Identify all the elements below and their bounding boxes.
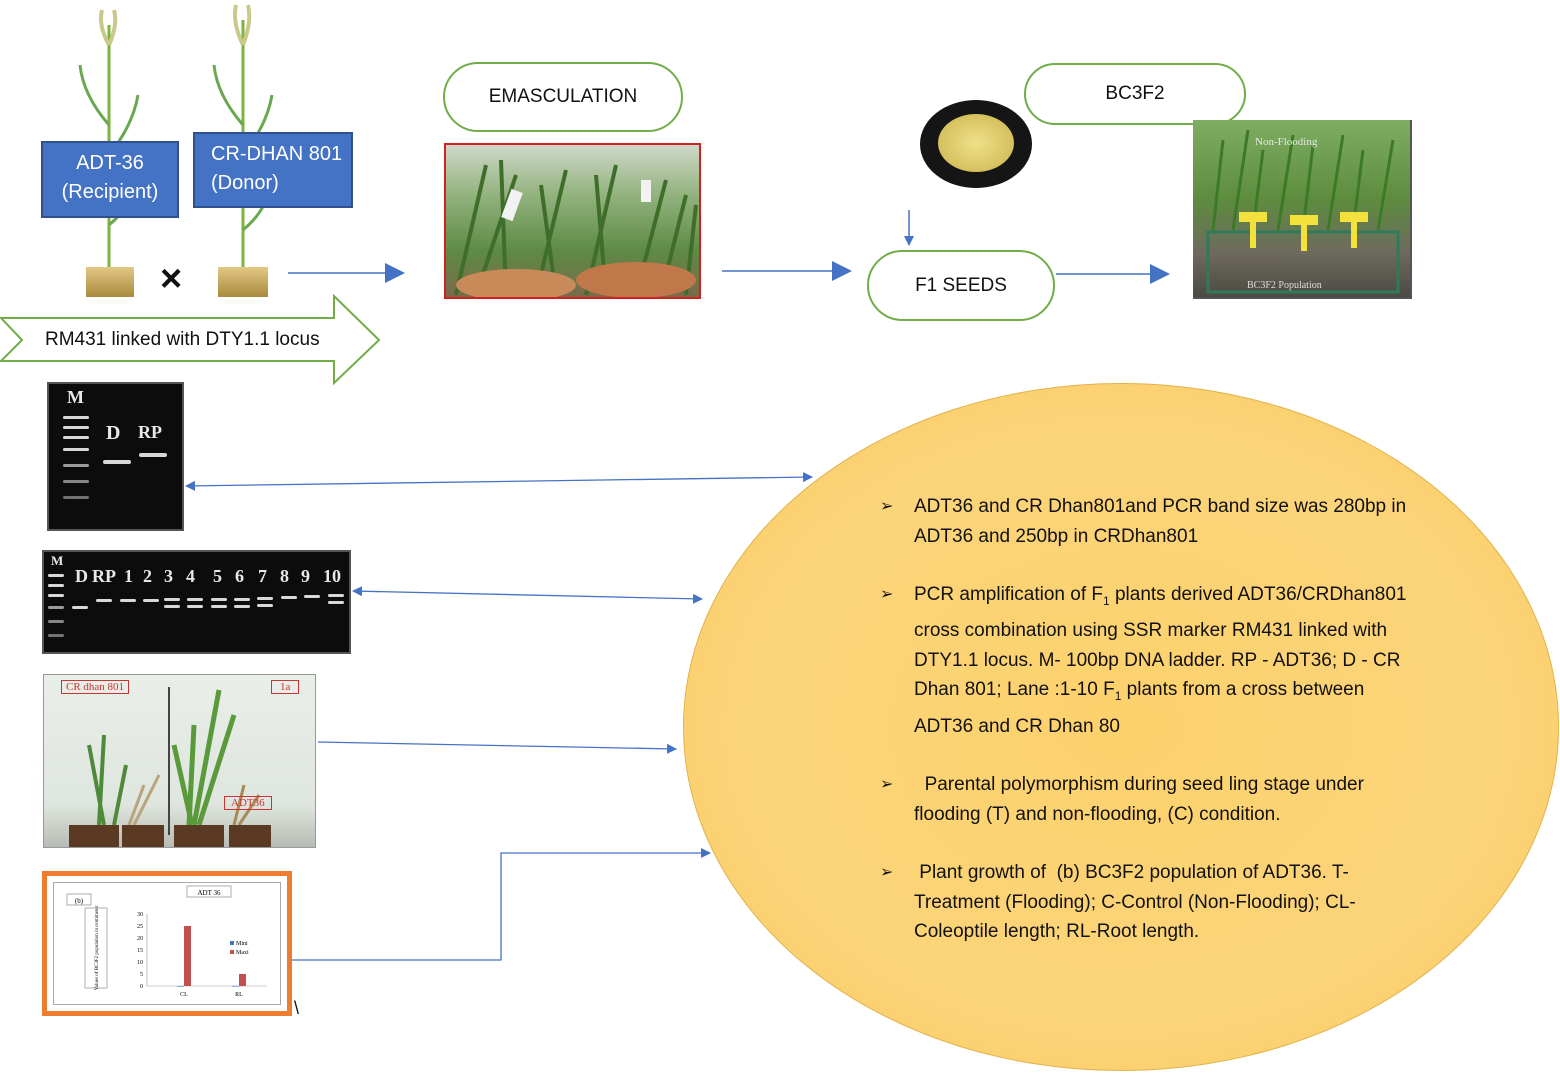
bar-mini-rl [232,986,239,987]
bar-mini-cl [177,986,184,987]
seed-dish-icon [920,100,1032,188]
y-tick-label: 25 [137,924,143,930]
y-tick-label: 30 [137,912,143,918]
notes-list: ➢ ADT36 and CR Dhan801and PCR band size … [880,492,1420,976]
y-tick-label: 15 [137,948,143,954]
notes-ellipse [683,383,1559,1071]
bullet-arrow-icon: ➢ [880,776,894,794]
recipient-name: ADT-36 [76,152,144,174]
legend-swatch [230,941,234,945]
pot-recipient [86,267,134,297]
marker-arrow-label: RM431 linked with DTY1.1 locus [45,329,320,350]
pot-donor [218,267,268,297]
y-tick-label: 10 [137,960,143,966]
arrow-gel1-note [185,472,813,491]
seedling-label-adt: ADT36 [224,796,272,810]
recipient-box: ADT-36 (Recipient) [41,141,179,218]
donor-box: CR-DHAN 801 (Donor) [193,132,353,208]
legend-entry: Maxi [236,950,249,956]
y-tick-label: 0 [140,984,143,990]
donor-name: CR-DHAN 801 [211,143,343,165]
cross-symbol: × [160,258,183,300]
arrow-chart-note [292,848,711,961]
emasculation-label: EMASCULATION [488,86,638,107]
gel-image-f1-lanes: M D RP 1 2 3 4 5 6 7 8 9 10 [42,550,351,654]
legend-entry: Mini [236,941,248,947]
note-item: ➢ Plant growth of (b) BC3F2 population o… [880,858,1420,947]
panel-label-box [66,893,92,906]
chart-title: ADT 36 [197,889,221,897]
chart-title-box [186,885,232,898]
f1-seeds-label: F1 SEEDS [915,274,1007,296]
y-axis-label: Values of BC3F2 population in centimeter [95,905,100,990]
bullet-arrow-icon: ➢ [880,498,894,515]
gel1-lane-rp: RP [138,422,162,442]
x-tick-label: RL [235,992,243,998]
bar-maxi-rl [239,974,246,986]
bc3f2-photo: Non-Flooding BC3F2 Population [1193,120,1412,299]
marker-arrow-shape [0,294,381,386]
ylabel-box [84,907,108,989]
note-item: ➢ Parental polymorphism during seed ling… [880,770,1420,829]
f1-seeds-pill: F1 SEEDS [867,250,1055,321]
bullet-arrow-icon: ➢ [880,586,894,603]
bullet-arrow-icon: ➢ [880,864,894,882]
note-item: ➢ PCR amplification of F1 plants derived… [880,580,1420,741]
note-item: ➢ ADT36 and CR Dhan801and PCR band size … [880,492,1420,551]
y-tick-label: 5 [140,972,143,978]
arrow-seedling-note [317,741,677,754]
bc3f2-photo-top-label: Non-Flooding [1255,136,1318,148]
arrow-gel2-note [352,586,703,604]
seedling-label-left: CR dhan 801 [61,680,130,694]
bc3f2-photo-bottom-label: BC3F2 Population [1247,280,1322,291]
gel-image-parents: M D RP [47,382,184,531]
seedling-polymorphism-photo: CR dhan 801 1a ADT36 [43,674,316,848]
gel2-marker-label: M [51,553,64,568]
seedling-label-right: 1a [271,680,300,694]
panel-label: (b) [75,897,84,905]
stray-backslash: \ [294,998,300,1018]
bar-maxi-cl [184,926,191,986]
mini-bar-chart: (b) ADT 36 Values of BC3F2 population in c… [66,885,267,998]
emasculation-pill: EMASCULATION [443,62,683,132]
mini-chart-frame: (b) ADT 36 Values of BC3F2 population in c… [42,871,292,1016]
donor-role: (Donor) [211,172,279,194]
emasculation-photo [444,143,701,299]
gel1-marker-label: M [67,387,84,407]
bc3f2-label: BC3F2 [1105,83,1165,104]
recipient-role: (Recipient) [61,181,159,203]
legend-swatch [230,950,234,954]
y-tick-label: 20 [137,936,143,942]
gel1-lane-d: D [106,422,121,444]
x-tick-label: CL [180,992,188,998]
bc3f2-pill: BC3F2 [1024,63,1246,125]
